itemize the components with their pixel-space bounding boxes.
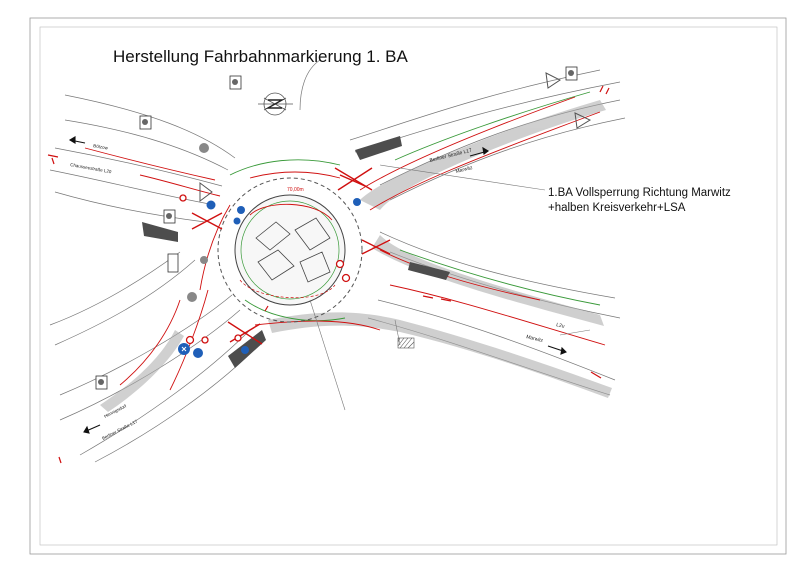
mandatory-direction-icon bbox=[237, 206, 245, 214]
outer-frame bbox=[29, 17, 787, 555]
splitter-islands bbox=[142, 136, 450, 368]
kerb-lines bbox=[229, 91, 601, 322]
north-arrow-icon bbox=[258, 92, 293, 116]
no-entry-icon bbox=[179, 194, 187, 202]
barrier-x-marks bbox=[191, 167, 391, 345]
mandatory-direction-icon bbox=[353, 198, 361, 206]
hatched-area bbox=[397, 337, 415, 349]
mandatory-direction-icon bbox=[206, 200, 216, 210]
road-label-marwitz-top: Marwitz bbox=[455, 165, 474, 175]
drawing-title: Herstellung Fahrbahnmarkierung 1. BA bbox=[113, 47, 408, 66]
no-entry-icon bbox=[335, 259, 345, 269]
no-entry-icon bbox=[201, 336, 209, 344]
phase-note-line-2: +halben Kreisverkehr+LSA bbox=[548, 202, 686, 214]
phase-note-line-1: 1.BA Vollsperrung Richtung Marwitz bbox=[548, 187, 731, 199]
radius-label: 70,00m bbox=[287, 187, 304, 193]
direction-arrows bbox=[68, 136, 567, 434]
signal-heads bbox=[98, 70, 574, 385]
roundabout: 70,00m bbox=[217, 177, 363, 323]
road-label-marwitz-bottom: Marwitz bbox=[526, 334, 545, 344]
road-label-berliner-west: Berliner Straße L17 bbox=[101, 418, 138, 440]
mandatory-direction-icon bbox=[193, 348, 203, 358]
no-entry-icon bbox=[234, 334, 242, 342]
red-dash-markers bbox=[47, 85, 610, 464]
no-entry-icon bbox=[341, 273, 351, 283]
road-label-l-east: L2u bbox=[556, 322, 566, 330]
no-entry-icon bbox=[185, 335, 195, 345]
road-label-boetzow: Bötzow bbox=[93, 143, 109, 151]
red-construction-lines bbox=[84, 96, 606, 391]
leader-lines bbox=[309, 164, 591, 411]
mandatory-direction-icon bbox=[233, 217, 241, 225]
yield-triangles bbox=[199, 72, 592, 202]
mandatory-direction-icon bbox=[241, 346, 249, 354]
central-island-tiles bbox=[255, 217, 331, 283]
road-label-chaussee: Chausseestraße L20 bbox=[70, 162, 112, 174]
inner-frame bbox=[39, 26, 778, 546]
prohibition-signs bbox=[179, 194, 351, 345]
phase-note: 1.BA Vollsperrung Richtung Marwitz +halb… bbox=[548, 186, 731, 216]
traffic-signs bbox=[178, 198, 361, 358]
